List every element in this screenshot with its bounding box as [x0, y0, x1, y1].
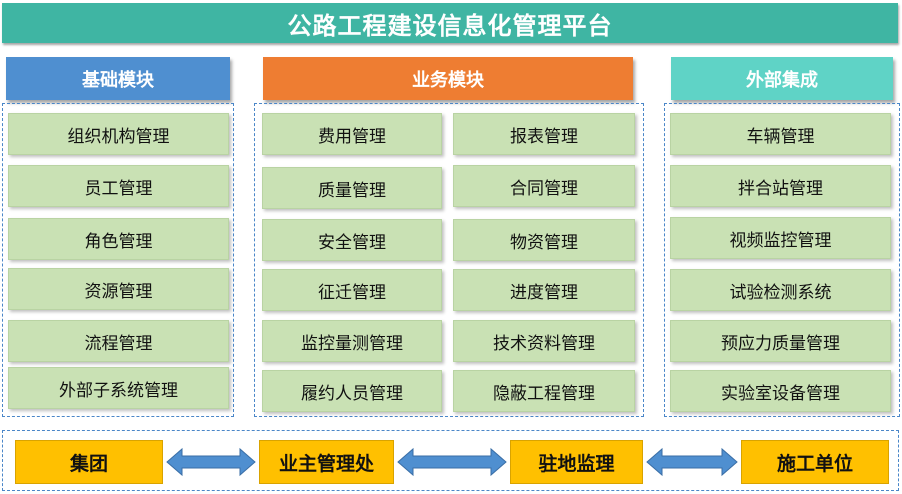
basic-module-header: 基础模块 — [6, 57, 230, 100]
double-arrow-icon — [397, 447, 507, 477]
business-module-item[interactable]: 质量管理 — [262, 167, 442, 209]
platform-title: 公路工程建设信息化管理平台 — [2, 3, 898, 43]
double-arrow-icon — [646, 447, 738, 477]
external-integration-item[interactable]: 拌合站管理 — [670, 165, 891, 207]
business-module-header: 业务模块 — [263, 57, 633, 100]
business-module-item[interactable]: 费用管理 — [262, 113, 442, 155]
org-contractor-box[interactable]: 施工单位 — [741, 440, 889, 484]
business-module-group — [254, 103, 644, 417]
basic-module-item[interactable]: 组织机构管理 — [8, 113, 229, 155]
external-integration-item[interactable]: 实验室设备管理 — [670, 370, 891, 412]
business-module-item[interactable]: 合同管理 — [453, 165, 635, 207]
org-supervision-box[interactable]: 驻地监理 — [510, 440, 643, 484]
external-integration-group — [664, 103, 900, 417]
basic-module-item[interactable]: 员工管理 — [8, 165, 229, 207]
business-module-item[interactable]: 进度管理 — [453, 269, 635, 311]
basic-module-item[interactable]: 资源管理 — [8, 268, 229, 310]
external-integration-item[interactable]: 车辆管理 — [670, 113, 891, 155]
basic-module-item[interactable]: 流程管理 — [8, 320, 229, 362]
org-owner-office-box[interactable]: 业主管理处 — [259, 440, 394, 484]
basic-module-item[interactable]: 角色管理 — [8, 218, 229, 260]
double-arrow-icon — [166, 447, 256, 477]
business-module-item[interactable]: 监控量测管理 — [262, 320, 442, 362]
business-module-item[interactable]: 履约人员管理 — [262, 370, 442, 412]
basic-module-item[interactable]: 外部子系统管理 — [8, 367, 229, 409]
external-integration-item[interactable]: 视频监控管理 — [670, 217, 891, 259]
business-module-item[interactable]: 隐蔽工程管理 — [453, 370, 635, 412]
business-module-item[interactable]: 报表管理 — [453, 113, 635, 155]
external-integration-header: 外部集成 — [671, 57, 893, 100]
external-integration-item[interactable]: 预应力质量管理 — [670, 320, 891, 362]
organization-flow-group — [2, 430, 899, 491]
business-module-item[interactable]: 安全管理 — [262, 219, 442, 261]
external-integration-item[interactable]: 试验检测系统 — [670, 269, 891, 311]
org-group-box[interactable]: 集团 — [15, 440, 163, 484]
business-module-item[interactable]: 征迁管理 — [262, 269, 442, 311]
business-module-item[interactable]: 物资管理 — [453, 219, 635, 261]
basic-module-group — [2, 103, 234, 417]
business-module-item[interactable]: 技术资料管理 — [453, 320, 635, 362]
